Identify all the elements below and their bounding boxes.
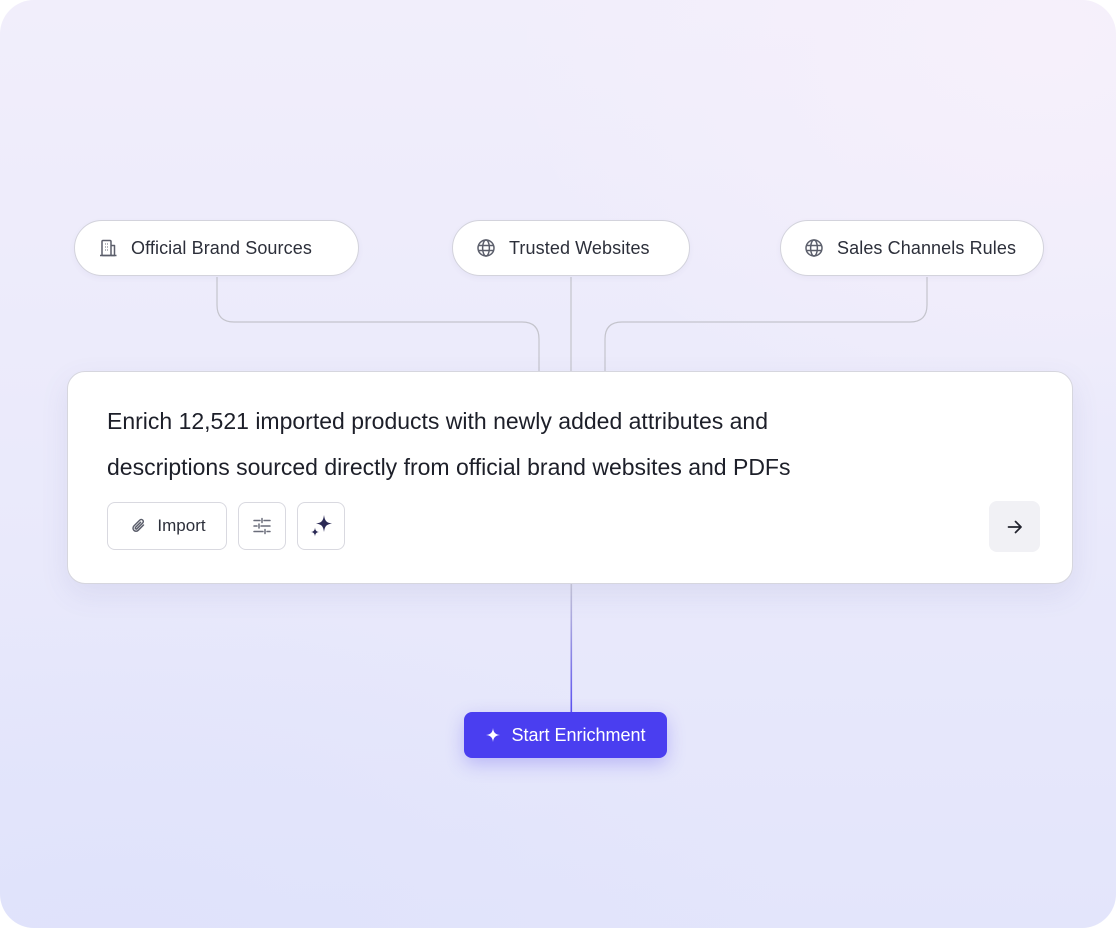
- start-enrichment-label: Start Enrichment: [511, 724, 646, 745]
- source-pill-label: Sales Channels Rules: [837, 237, 1017, 258]
- sliders-icon: [251, 515, 273, 537]
- globe-icon: [803, 237, 825, 259]
- building-icon: [97, 237, 119, 259]
- arrow-right-icon: [1004, 516, 1026, 538]
- ai-assist-button[interactable]: [297, 502, 345, 550]
- source-pill-trusted-websites[interactable]: Trusted Websites: [452, 220, 690, 276]
- globe-icon: [475, 237, 497, 259]
- send-button[interactable]: [989, 501, 1040, 552]
- prompt-line: descriptions sourced directly from offic…: [107, 454, 791, 480]
- sparkle-icon: [307, 512, 335, 540]
- connector-brand: [216, 277, 540, 371]
- start-enrichment-button[interactable]: Start Enrichment: [464, 712, 667, 758]
- source-pill-label: Trusted Websites: [509, 237, 650, 258]
- import-button[interactable]: Import: [107, 502, 227, 550]
- import-label: Import: [157, 516, 206, 535]
- source-pill-official-brand[interactable]: Official Brand Sources: [74, 220, 359, 276]
- source-pill-label: Official Brand Sources: [131, 237, 312, 258]
- prompt-input[interactable]: Enrich 12,521 imported products with new…: [107, 398, 927, 490]
- connector-sales: [604, 277, 928, 371]
- source-pill-sales-channels[interactable]: Sales Channels Rules: [780, 220, 1044, 276]
- prompt-card: Enrich 12,521 imported products with new…: [67, 371, 1073, 584]
- paperclip-icon: [128, 515, 150, 537]
- plus-sparkle-icon: [485, 727, 501, 743]
- connector-start: [570, 584, 573, 712]
- prompt-line: Enrich 12,521 imported products with new…: [107, 408, 769, 434]
- settings-button[interactable]: [238, 502, 286, 550]
